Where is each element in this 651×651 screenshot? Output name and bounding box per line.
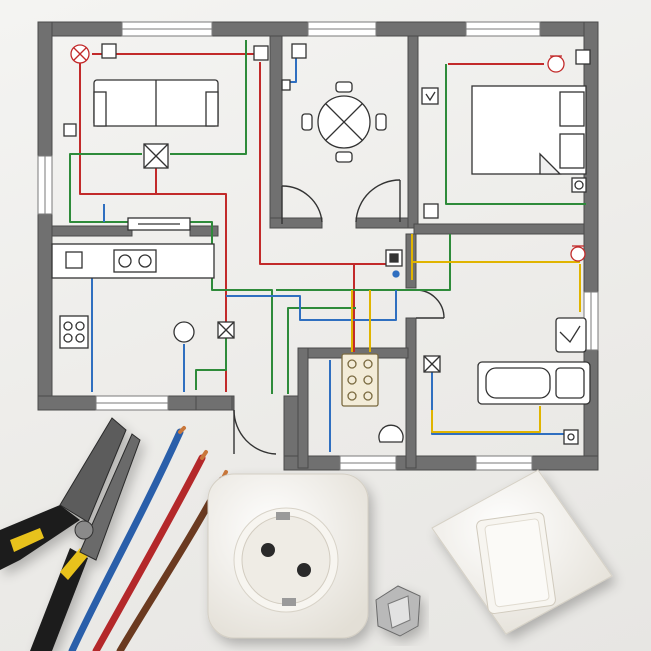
ceiling-light-icon xyxy=(570,245,586,262)
ceiling-light-icon xyxy=(173,321,195,343)
wire-yellow xyxy=(351,234,581,433)
switch-icon xyxy=(421,87,439,105)
dining-table-icon xyxy=(301,81,387,163)
wall-socket xyxy=(207,473,369,639)
switch-icon xyxy=(281,79,291,91)
metal-clip xyxy=(375,585,421,637)
sink-icon xyxy=(378,424,404,443)
ceiling-light-icon xyxy=(70,44,90,64)
terminal-block-icon xyxy=(341,353,379,407)
sofa-icon xyxy=(93,79,219,127)
light-switch xyxy=(431,469,613,635)
socket-icon xyxy=(253,45,269,61)
socket-icon xyxy=(63,123,77,137)
windows xyxy=(37,21,599,471)
socket-icon xyxy=(291,43,307,59)
toilet-icon xyxy=(555,317,587,353)
furniture xyxy=(51,79,591,443)
stove-icon xyxy=(59,315,89,349)
electrical-symbols xyxy=(63,43,591,445)
socket-icon xyxy=(423,203,439,219)
bathtub-icon xyxy=(477,361,591,405)
junction-box-icon xyxy=(217,321,235,339)
junction-box-icon xyxy=(143,143,169,169)
floor-plan xyxy=(37,21,599,471)
kitchen-counter xyxy=(51,243,215,279)
ceiling-light-icon xyxy=(547,55,565,73)
switch-icon xyxy=(101,43,117,59)
pliers xyxy=(0,417,141,651)
socket-icon xyxy=(575,49,591,65)
junction-box-icon xyxy=(423,355,441,373)
wire-blue xyxy=(91,58,574,452)
bed-icon xyxy=(471,85,587,193)
